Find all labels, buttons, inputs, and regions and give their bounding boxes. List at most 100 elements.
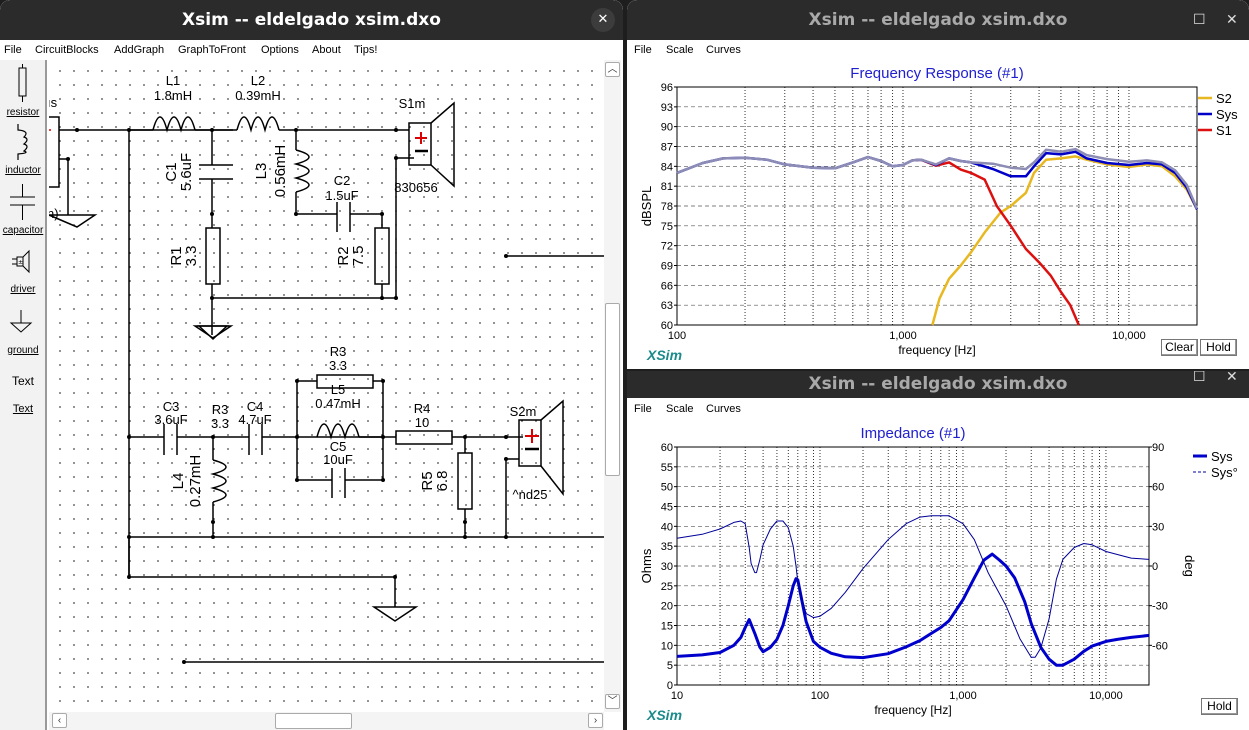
menu-about[interactable]: About: [312, 44, 341, 56]
y-tick-label: 96: [661, 82, 673, 94]
label-C5-value: 10uF: [323, 452, 353, 467]
menu-graphtofront[interactable]: GraphToFront: [178, 44, 246, 56]
horizontal-scrollbar[interactable]: ‹ ›: [49, 712, 604, 730]
freq-titlebar[interactable]: Xsim -- eldelgado xsim.dxo ☐ ✕: [627, 0, 1249, 40]
maximize-icon[interactable]: ☐: [1193, 12, 1206, 28]
y-axis-label: dBSPL: [639, 186, 654, 226]
palette-label: Text: [12, 403, 34, 415]
y-tick-label: 25: [661, 581, 673, 593]
driver-icon: ±: [12, 249, 30, 274]
palette-label: inductor: [5, 165, 41, 176]
scroll-up-button[interactable]: ︿: [605, 62, 620, 77]
svg-text:±: ±: [18, 259, 23, 266]
label-L3-value: 0.56mH: [272, 145, 289, 198]
label-S1-name: S1m: [399, 96, 426, 111]
menu-scale[interactable]: Scale: [666, 44, 694, 56]
frequency-response-window: Xsim -- eldelgado xsim.dxo ☐ ✕ File Scal…: [627, 0, 1249, 369]
y-tick-label: 63: [661, 300, 673, 312]
partial-label-top: ıs: [49, 95, 58, 110]
palette-label: resistor: [6, 107, 40, 118]
inductor-L2: [236, 116, 280, 133]
resistor-R5: [457, 452, 473, 510]
palette-text[interactable]: Text Text: [0, 374, 46, 415]
ground-symbol-2: [371, 606, 419, 622]
palette-driver[interactable]: ± driver: [0, 245, 46, 295]
y-tick-label: 55: [661, 462, 673, 474]
menu-file[interactable]: File: [4, 44, 22, 56]
label-L4-value: 0.27mH: [187, 455, 204, 508]
component-palette: resistor inductor capacitor ± driver gro…: [0, 60, 47, 730]
menu-scale[interactable]: Scale: [666, 403, 694, 415]
source-ground: [49, 214, 98, 228]
palette-capacitor[interactable]: capacitor: [0, 182, 46, 236]
chart-impedance: Impedance (#1)05101520253035404550556010…: [639, 425, 1238, 717]
inductor-L4: [210, 459, 227, 503]
menu-options[interactable]: Options: [261, 44, 299, 56]
window-title: Xsim -- eldelgado xsim.dxo: [182, 10, 441, 30]
imp-menubar: File Scale Curves: [627, 398, 1249, 420]
driver-S1: [408, 122, 432, 166]
menu-file[interactable]: File: [634, 403, 652, 415]
inductor-L1: [152, 116, 196, 133]
palette-inductor[interactable]: inductor: [0, 122, 46, 176]
y-tick-label: 66: [661, 280, 673, 292]
scroll-down-button[interactable]: ﹀: [605, 694, 620, 709]
legend-label: Sys°: [1211, 465, 1238, 480]
y-tick-label: 60: [661, 320, 673, 332]
series-line-sys: [676, 552, 1150, 667]
clear-button[interactable]: Clear: [1161, 339, 1198, 356]
y-tick-label: 84: [661, 161, 673, 173]
series-line-s2: [931, 155, 1199, 326]
menu-tips[interactable]: Tips!: [354, 44, 378, 56]
menu-curves[interactable]: Curves: [706, 44, 741, 56]
label-R5-value: 6.8: [434, 471, 451, 492]
label-L1-name: L1: [166, 73, 180, 88]
vertical-scrollbar[interactable]: ︿ ﹀: [604, 60, 621, 712]
scroll-left-button[interactable]: ‹: [52, 713, 67, 728]
menu-circuitblocks[interactable]: CircuitBlocks: [35, 44, 99, 56]
ground-icon: [9, 310, 33, 333]
x-tick-label: 10: [671, 690, 683, 702]
label-C4-value: 4.7uF: [238, 412, 271, 427]
hold-button[interactable]: Hold: [1201, 698, 1238, 715]
label-R2-name: R2: [335, 246, 352, 265]
y2-tick-label: 0: [1152, 561, 1158, 573]
palette-resistor[interactable]: resistor: [0, 64, 46, 118]
palette-label: capacitor: [2, 225, 44, 236]
horizontal-scroll-thumb[interactable]: [275, 713, 352, 729]
freq-menubar: File Scale Curves: [627, 40, 1249, 60]
menu-file[interactable]: File: [634, 44, 652, 56]
menu-curves[interactable]: Curves: [706, 403, 741, 415]
label-L2-name: L2: [251, 73, 265, 88]
label-L3-name: L3: [253, 163, 270, 180]
close-icon[interactable]: ✕: [1226, 12, 1238, 28]
menu-addgraph[interactable]: AddGraph: [114, 44, 165, 56]
driver-S2: [518, 419, 542, 467]
ground-R1: [197, 325, 229, 341]
impedance-window: Xsim -- eldelgado xsim.dxo ☐ ✕ File Scal…: [627, 371, 1249, 730]
y-tick-label: 75: [661, 221, 673, 233]
schematic-titlebar[interactable]: Xsim -- eldelgado xsim.dxo ✕: [0, 0, 623, 40]
y-tick-label: 15: [661, 621, 673, 633]
y2-tick-label: 30: [1152, 521, 1164, 533]
y2-tick-label: 60: [1152, 482, 1164, 494]
schematic-canvas[interactable]: ıs n) L1 1.8mH L2 0.39mH C1 5.6uF L3 0.5…: [49, 60, 604, 712]
hold-button[interactable]: Hold: [1200, 339, 1237, 356]
label-C3-value: 3.6uF: [154, 412, 187, 427]
schematic-drawing: ıs n) L1 1.8mH L2 0.39mH C1 5.6uF L3 0.5…: [49, 73, 604, 664]
resistor-R1: [205, 227, 221, 285]
label-R4-name: R4: [414, 401, 431, 416]
close-icon[interactable]: ✕: [1226, 371, 1238, 385]
maximize-icon[interactable]: ☐: [1193, 371, 1206, 385]
palette-label: ground: [7, 345, 39, 356]
label-C5-name: C5: [330, 439, 347, 454]
label-C3-name: C3: [163, 399, 180, 414]
vertical-scroll-thumb[interactable]: [605, 303, 620, 476]
close-icon[interactable]: ✕: [591, 8, 615, 32]
palette-ground[interactable]: ground: [0, 306, 46, 356]
chart-title: Frequency Response (#1): [850, 65, 1023, 82]
imp-titlebar[interactable]: Xsim -- eldelgado xsim.dxo ☐ ✕: [627, 371, 1249, 398]
chart-frequency-response: Frequency Response (#1)60636669727578818…: [639, 65, 1238, 357]
label-S1-value: 830656: [394, 180, 437, 195]
scroll-right-button[interactable]: ›: [588, 713, 603, 728]
